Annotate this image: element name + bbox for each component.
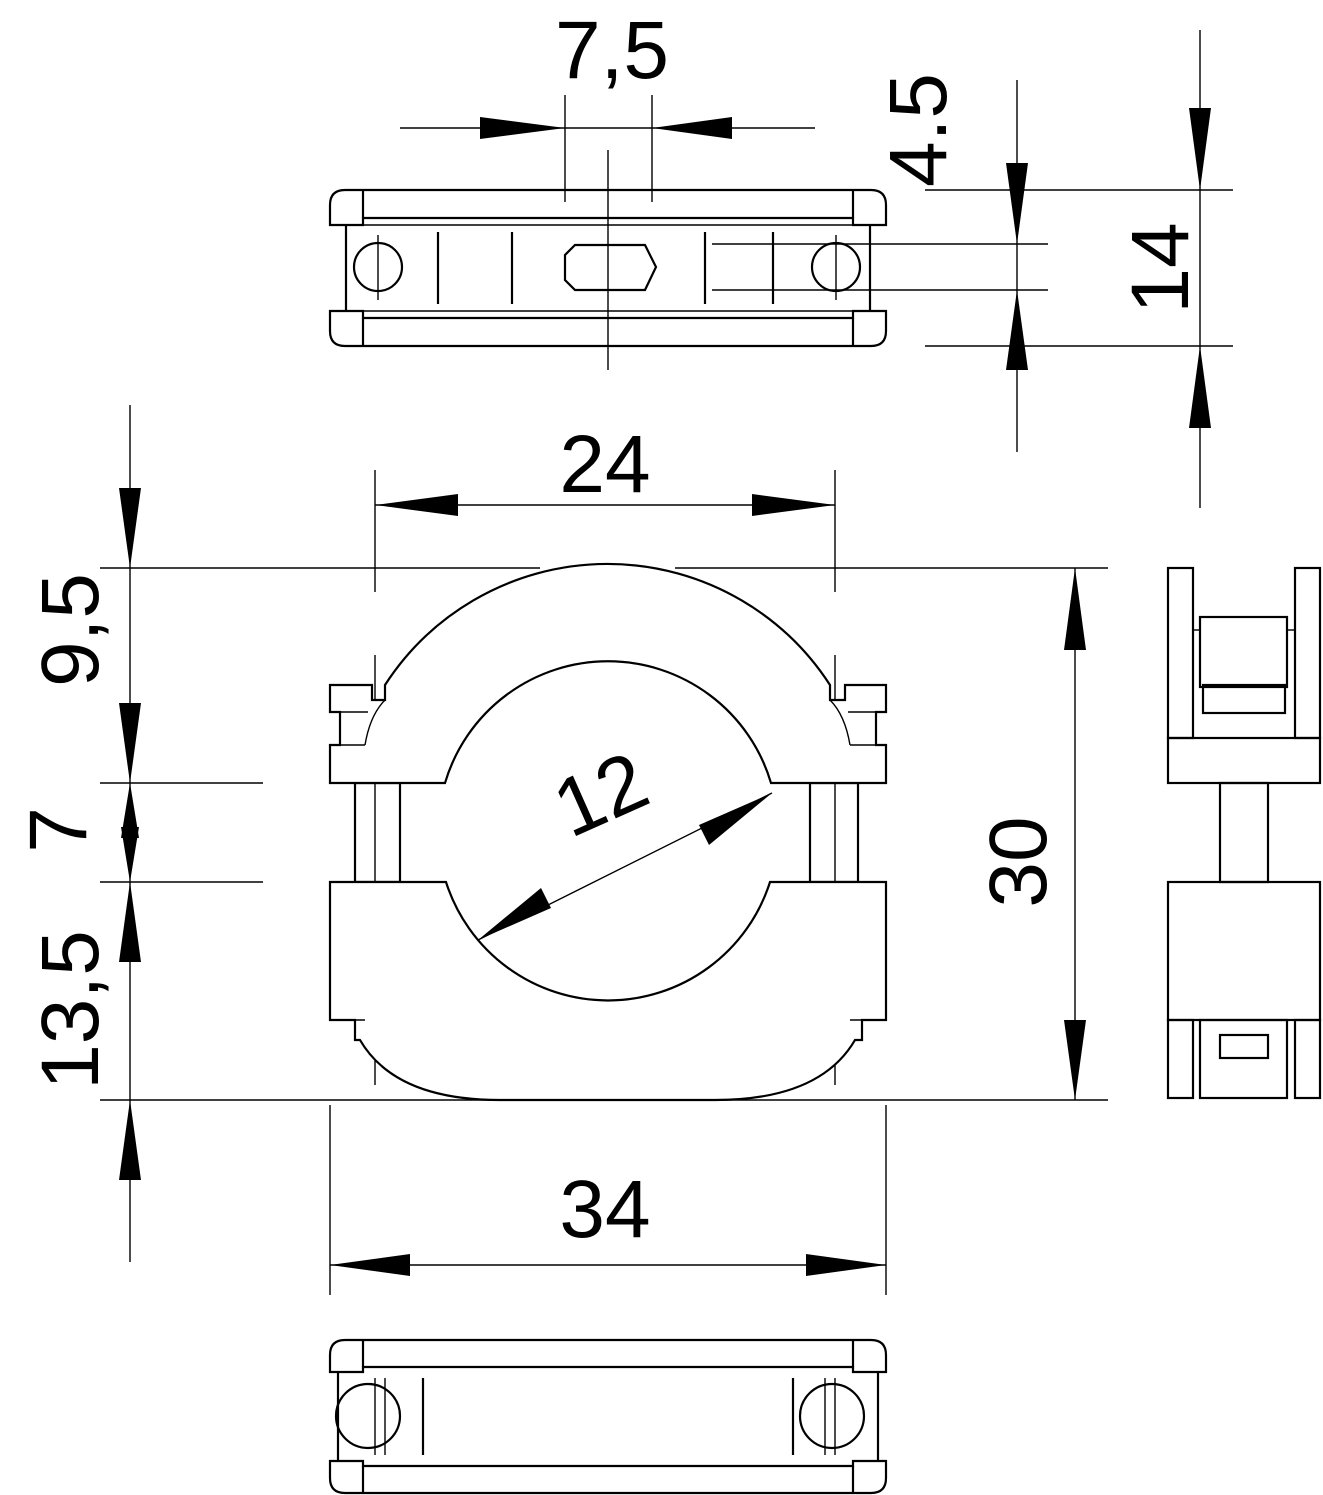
dim-bore-diameter: 12 bbox=[541, 735, 661, 855]
dim-inner-width: 24 bbox=[559, 419, 650, 510]
side-view bbox=[1166, 566, 1322, 1100]
front-view: 24 9,5 7 13,5 12 30 34 bbox=[13, 405, 1108, 1295]
dim-height-top: 14 bbox=[1115, 222, 1206, 313]
slot bbox=[563, 243, 658, 292]
top-view: 7,5 4.5 14 bbox=[328, 5, 1233, 508]
dim-slot-width: 7,5 bbox=[555, 5, 669, 96]
bottom-view bbox=[328, 1338, 888, 1495]
dim-slot-height: 4.5 bbox=[873, 73, 964, 187]
dim-lower-height: 13,5 bbox=[25, 930, 116, 1090]
dim-total-width: 34 bbox=[559, 1164, 650, 1255]
dim-gap-height: 7 bbox=[13, 807, 104, 853]
dim-total-height: 30 bbox=[973, 816, 1064, 907]
dim-upper-height: 9,5 bbox=[25, 573, 116, 687]
